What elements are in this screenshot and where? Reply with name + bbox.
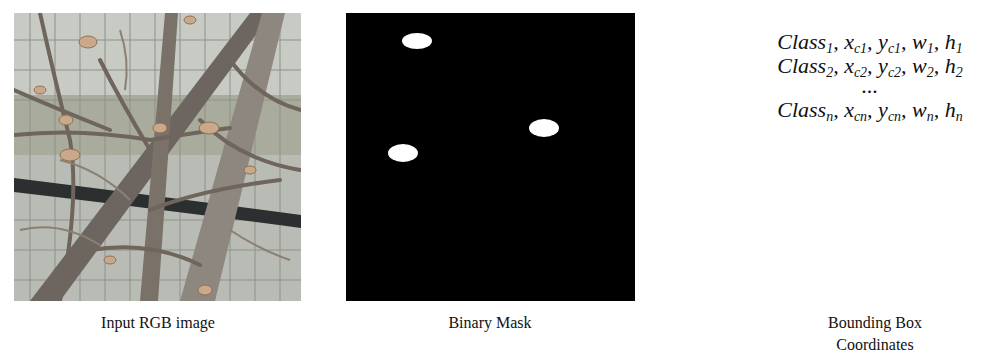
bbox-coordinate-line: ... bbox=[862, 74, 879, 98]
panel-caption: Binary Mask bbox=[448, 312, 531, 334]
rgb-photo bbox=[14, 13, 301, 301]
binary-mask bbox=[346, 13, 635, 301]
panel-caption: Bounding Box Coordinates bbox=[815, 312, 935, 356]
panel-caption: Input RGB image bbox=[101, 312, 215, 334]
bbox-coordinate-line: Class1, xc1, yc1, w1, h1 bbox=[777, 30, 963, 54]
bbox-coordinate-line: Classn, xcn, ycn, wn, hn bbox=[777, 98, 963, 122]
